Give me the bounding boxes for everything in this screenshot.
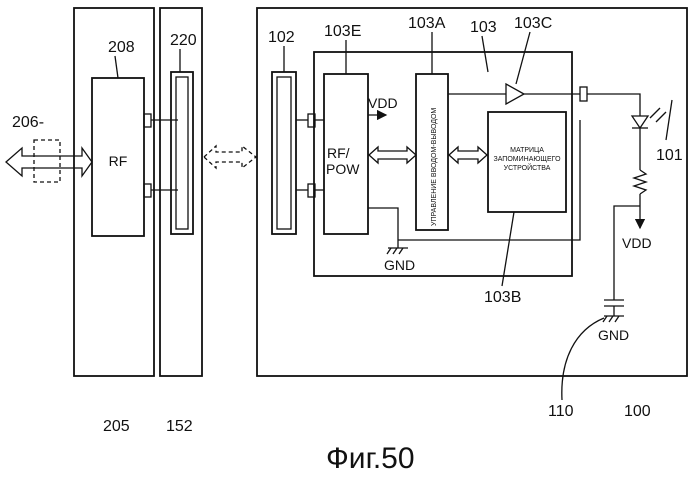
- leader-103: [482, 36, 488, 72]
- gnd-hatch-1: [387, 248, 391, 254]
- leader-208: [115, 56, 118, 78]
- terminal-208-top: [144, 114, 151, 127]
- external-link-arrow-206: [6, 140, 92, 182]
- figure-title: Фиг.50: [326, 442, 415, 475]
- label-100: 100: [624, 403, 651, 420]
- memory-label-3: УСТРОЙСТВА: [504, 163, 551, 172]
- gnd-hatch-3: [399, 248, 403, 254]
- io-control-label: УПРАВЛЕНИЕ ВВОДОМ-ВЫВОДОМ: [431, 108, 438, 226]
- label-152: 152: [166, 418, 193, 435]
- leader-103C: [516, 32, 530, 84]
- wire-gnd-rail: [398, 120, 580, 240]
- board-152-frame: [160, 8, 202, 376]
- label-102: 102: [268, 29, 295, 46]
- wire-gnd: [368, 208, 398, 248]
- leader-101: [666, 100, 672, 140]
- label-101: 101: [656, 147, 683, 164]
- rf-label: RF: [109, 153, 128, 169]
- wire-to-led: [587, 94, 640, 116]
- leader-103B: [502, 212, 514, 286]
- rfpow-label-1: RF/: [327, 145, 350, 161]
- bus-arrow-103E-103A: [369, 147, 416, 163]
- gnd-r-hatch-2: [609, 316, 613, 322]
- label-110: 110: [548, 403, 574, 420]
- label-103E: 103E: [324, 23, 361, 40]
- vdd-right-label: VDD: [622, 235, 652, 251]
- resistor: [634, 170, 646, 194]
- label-103B: 103B: [484, 289, 521, 306]
- label-206: 206-: [12, 114, 44, 131]
- label-103: 103: [470, 19, 497, 36]
- gnd-hatch-2: [393, 248, 397, 254]
- terminal-208-bottom: [144, 184, 151, 197]
- antenna-coil-220-inner: [176, 77, 188, 229]
- bus-arrow-103A-103B: [449, 147, 487, 163]
- label-205: 205: [103, 418, 130, 435]
- antenna-coil-102-outer: [272, 72, 296, 234]
- wire-to-capacitor: [614, 206, 640, 300]
- led-101: [632, 108, 666, 128]
- rfpow-label-2: POW: [326, 161, 360, 177]
- device-205-frame: [74, 8, 154, 376]
- label-208: 208: [108, 39, 135, 56]
- device-100-frame: [257, 8, 687, 376]
- gnd-mid-label: GND: [384, 257, 415, 273]
- gnd-r-hatch-1: [603, 316, 607, 322]
- label-103C: 103C: [514, 15, 552, 32]
- label-220: 220: [170, 32, 197, 49]
- memory-label-2: ЗАПОМИНАЮЩЕГО: [493, 156, 561, 163]
- antenna-coil-102-inner: [277, 77, 291, 229]
- label-103A: 103A: [408, 15, 446, 32]
- gnd-right-label: GND: [598, 327, 629, 343]
- terminal-103-output: [580, 87, 587, 101]
- driver-buffer-103C: [506, 84, 524, 104]
- antenna-coil-220-outer: [171, 72, 193, 234]
- gnd-r-hatch-3: [615, 316, 619, 322]
- memory-label-1: МАТРИЦА: [510, 147, 544, 154]
- wireless-link-arrow: [204, 146, 256, 168]
- vdd-top-label: VDD: [368, 95, 398, 111]
